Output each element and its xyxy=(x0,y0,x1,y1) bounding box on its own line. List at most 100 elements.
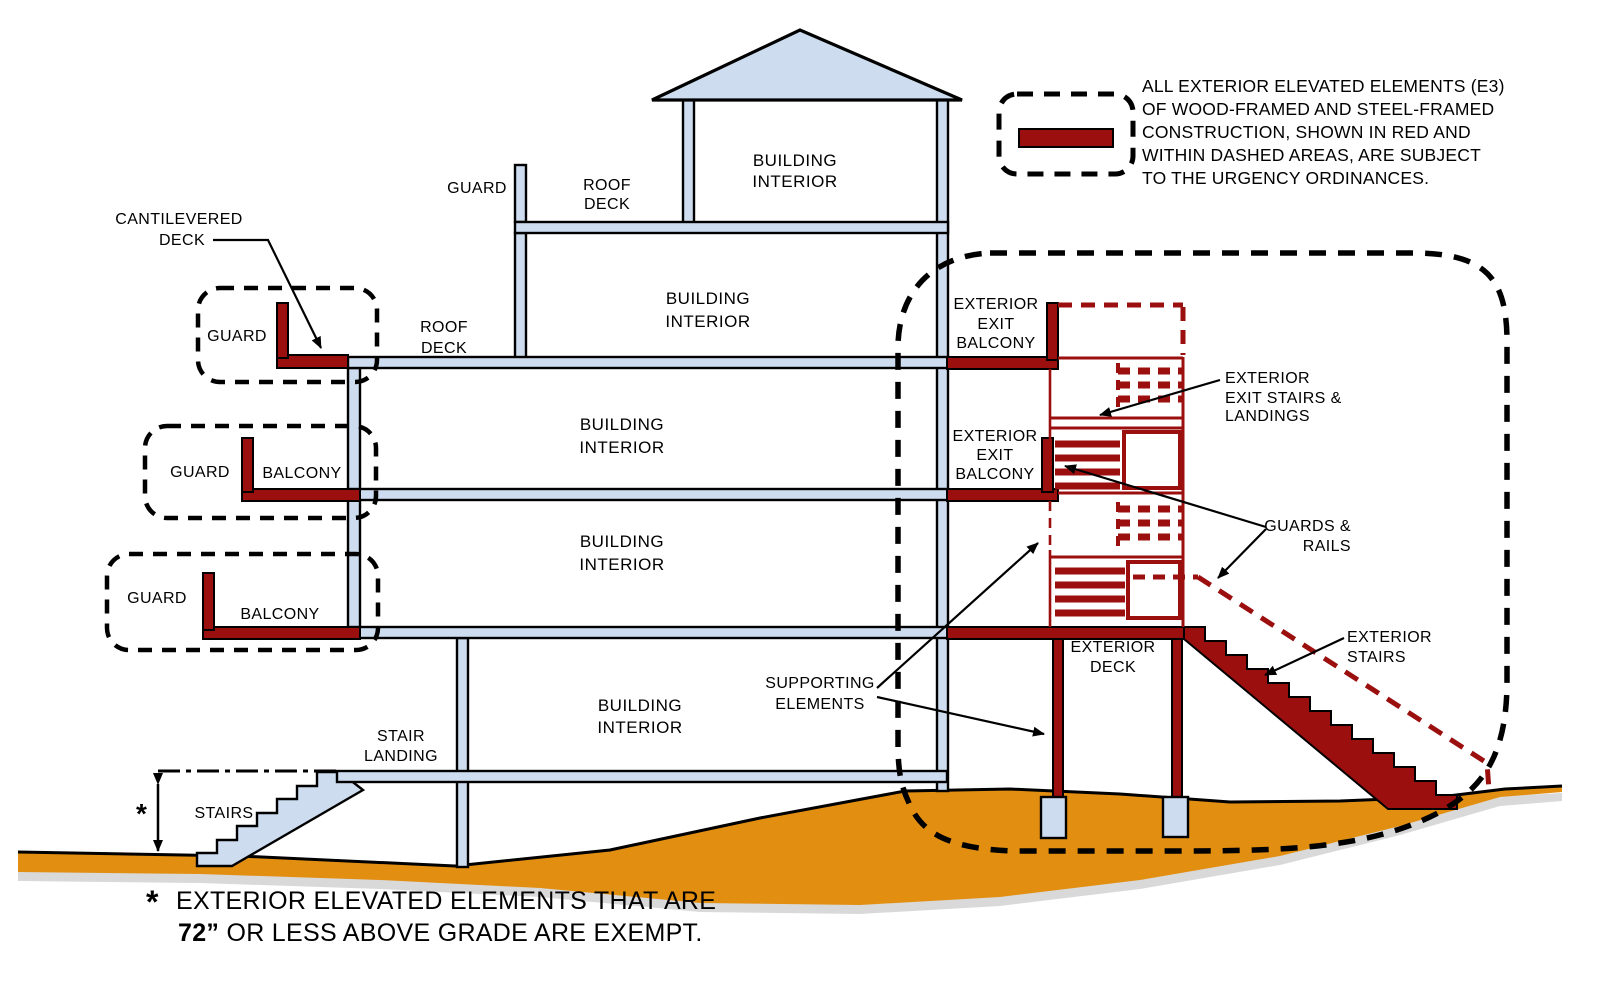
balcony-upper-guard xyxy=(241,437,254,493)
footnote-line-1: EXTERIOR ELEVATED ELEMENTS THAT ARE xyxy=(176,887,716,915)
roof-deck-label-top: DECK xyxy=(584,196,630,213)
cantilevered-deck-guard xyxy=(276,302,289,359)
supporting-post-left xyxy=(1052,638,1064,798)
exterior-deck-beam xyxy=(946,626,1185,640)
exterior-deck-label: EXTERIOR xyxy=(1071,639,1156,656)
building-interior-penthouse: INTERIOR xyxy=(752,172,837,191)
guards-rails-label: GUARDS & xyxy=(1264,518,1351,535)
balcony-lower-label: BALCONY xyxy=(240,606,319,623)
legend-red-swatch xyxy=(1018,128,1114,148)
roof-deck-label-mid: ROOF xyxy=(420,319,468,336)
stair-landing-label: LANDING xyxy=(364,748,438,765)
legend-line: TO THE URGENCY ORDINANCES. xyxy=(1142,168,1429,188)
exit-stairs-leader xyxy=(1099,378,1221,417)
leader-arrows xyxy=(213,238,1345,737)
exterior-stairs-label: EXTERIOR xyxy=(1347,629,1432,646)
footnote: * EXTERIOR ELEVATED ELEMENTS THAT ARE 72… xyxy=(146,884,716,947)
stair-flight-3-dashed xyxy=(1116,502,1183,552)
building-interior-2: INTERIOR xyxy=(579,555,664,574)
balcony-lower-deck xyxy=(202,626,361,640)
exterior-exit-balcony-upper-deck xyxy=(946,356,1059,370)
exterior-exit-balcony-upper-label: EXTERIOR xyxy=(954,296,1039,313)
exit-stairs-landings-label: EXIT STAIRS & xyxy=(1225,390,1342,407)
penthouse-left-wall xyxy=(681,97,696,225)
supporting-elements-leader-2 xyxy=(876,695,1045,737)
footing-left xyxy=(1039,795,1068,840)
stair-flight-upper-dashed xyxy=(1116,363,1183,411)
exterior-exit-balcony-upper-guard xyxy=(1046,302,1059,361)
guards-rails-leader-2 xyxy=(1217,528,1267,579)
building-interior-2: BUILDING xyxy=(580,532,664,551)
supporting-elements-label: SUPPORTING xyxy=(765,675,875,692)
footnote-72-inches: 72” xyxy=(178,919,219,947)
roof-deck-label-mid: DECK xyxy=(421,340,467,357)
guards-rails-label: RAILS xyxy=(1303,538,1351,555)
legend-line: WITHIN DASHED AREAS, ARE SUBJECT xyxy=(1142,145,1481,165)
building-interior-4: BUILDING xyxy=(666,289,750,308)
guards-rails-leader-1 xyxy=(1064,464,1267,529)
legend: ALL EXTERIOR ELEVATED ELEMENTS (E3) OF W… xyxy=(996,76,1505,188)
exit-stairs-landings-label: LANDINGS xyxy=(1225,408,1310,425)
footnote-line-2: 72” OR LESS ABOVE GRADE ARE EXEMPT. xyxy=(178,919,703,947)
legend-line: ALL EXTERIOR ELEVATED ELEMENTS (E3) xyxy=(1142,76,1505,96)
cantilevered-deck-label: DECK xyxy=(159,232,205,249)
balcony-upper-dashed-zone xyxy=(142,423,379,521)
guard-label-cantilever: GUARD xyxy=(207,328,267,345)
supporting-elements-leader-1 xyxy=(876,542,1039,689)
cantilevered-deck-leader xyxy=(213,238,322,349)
diagram-labels: GUARD ROOF DECK BUILDING INTERIOR CANTIL… xyxy=(115,151,1155,822)
stair-flight-4-solid xyxy=(1055,560,1182,620)
guard-label-roof: GUARD xyxy=(447,180,507,197)
roof-deck-label-top: ROOF xyxy=(583,177,631,194)
balcony-lower-guard xyxy=(202,572,215,631)
height-asterisk: * xyxy=(136,798,147,829)
exterior-exit-balcony-upper-label: EXIT xyxy=(977,316,1014,333)
legend-line: OF WOOD-FRAMED AND STEEL-FRAMED xyxy=(1142,99,1494,119)
supporting-post-right xyxy=(1171,638,1183,798)
guards-rails-label-group: GUARDS & RAILS xyxy=(1264,518,1351,555)
mid-left-wall xyxy=(346,366,362,640)
ground-floor-left-wall xyxy=(455,636,470,869)
building-interior-penthouse: BUILDING xyxy=(753,151,837,170)
cantilevered-deck-label: CANTILEVERED xyxy=(115,211,243,228)
exterior-exit-balcony-lower-label: BALCONY xyxy=(955,466,1034,483)
legend-dashed-box xyxy=(996,91,1136,177)
floor-slab-2 xyxy=(346,625,950,640)
balcony-upper-deck xyxy=(241,488,361,502)
cantilevered-deck xyxy=(276,354,349,369)
exterior-exit-balcony-lower-deck xyxy=(946,488,1059,502)
right-side-labels: EXTERIOR EXIT STAIRS & LANDINGS EXTERIOR… xyxy=(1225,370,1432,666)
red-elevated-elements xyxy=(202,302,1458,810)
urgency-ordinance-zone-boundary xyxy=(895,250,1510,854)
supporting-elements-label: ELEMENTS xyxy=(775,696,864,713)
exterior-stairs-label: STAIRS xyxy=(1347,649,1406,666)
legend-line: CONSTRUCTION, SHOWN IN RED AND xyxy=(1142,122,1471,142)
stairs-label: STAIRS xyxy=(194,805,253,822)
footnote-asterisk: * xyxy=(146,884,159,920)
exterior-exit-balcony-lower-label: EXTERIOR xyxy=(953,428,1038,445)
building-interior-1: BUILDING xyxy=(598,696,682,715)
floor-slab-1-stair-landing xyxy=(335,769,949,784)
exit-stairs-landings-label: EXTERIOR xyxy=(1225,370,1310,387)
exterior-stairs-shape xyxy=(1183,626,1458,810)
roof-deck-guard-post xyxy=(513,163,528,224)
guard-label-balcony-upper: GUARD xyxy=(170,464,230,481)
roof-deck-slab xyxy=(346,355,950,370)
cantilevered-deck-dashed-zone xyxy=(195,285,380,385)
stair-landing-label: STAIR xyxy=(377,728,425,745)
footnote-line-2-rest: OR LESS ABOVE GRADE ARE EXEMPT. xyxy=(219,919,702,947)
building-interior-4: INTERIOR xyxy=(665,312,750,331)
exterior-exit-balcony-lower-guard xyxy=(1041,437,1054,493)
upper-floor-left-wall xyxy=(513,231,528,360)
exterior-exit-balcony-lower-label: EXIT xyxy=(976,447,1013,464)
roof xyxy=(651,28,963,102)
building-interior-3: INTERIOR xyxy=(579,438,664,457)
building-interior-3: BUILDING xyxy=(580,415,664,434)
stair-flight-2-solid xyxy=(1055,430,1182,490)
penthouse-floor-slab xyxy=(513,220,950,235)
footing-right xyxy=(1161,795,1190,839)
right-wall xyxy=(935,97,950,793)
exterior-stairs-leader xyxy=(1264,637,1345,676)
